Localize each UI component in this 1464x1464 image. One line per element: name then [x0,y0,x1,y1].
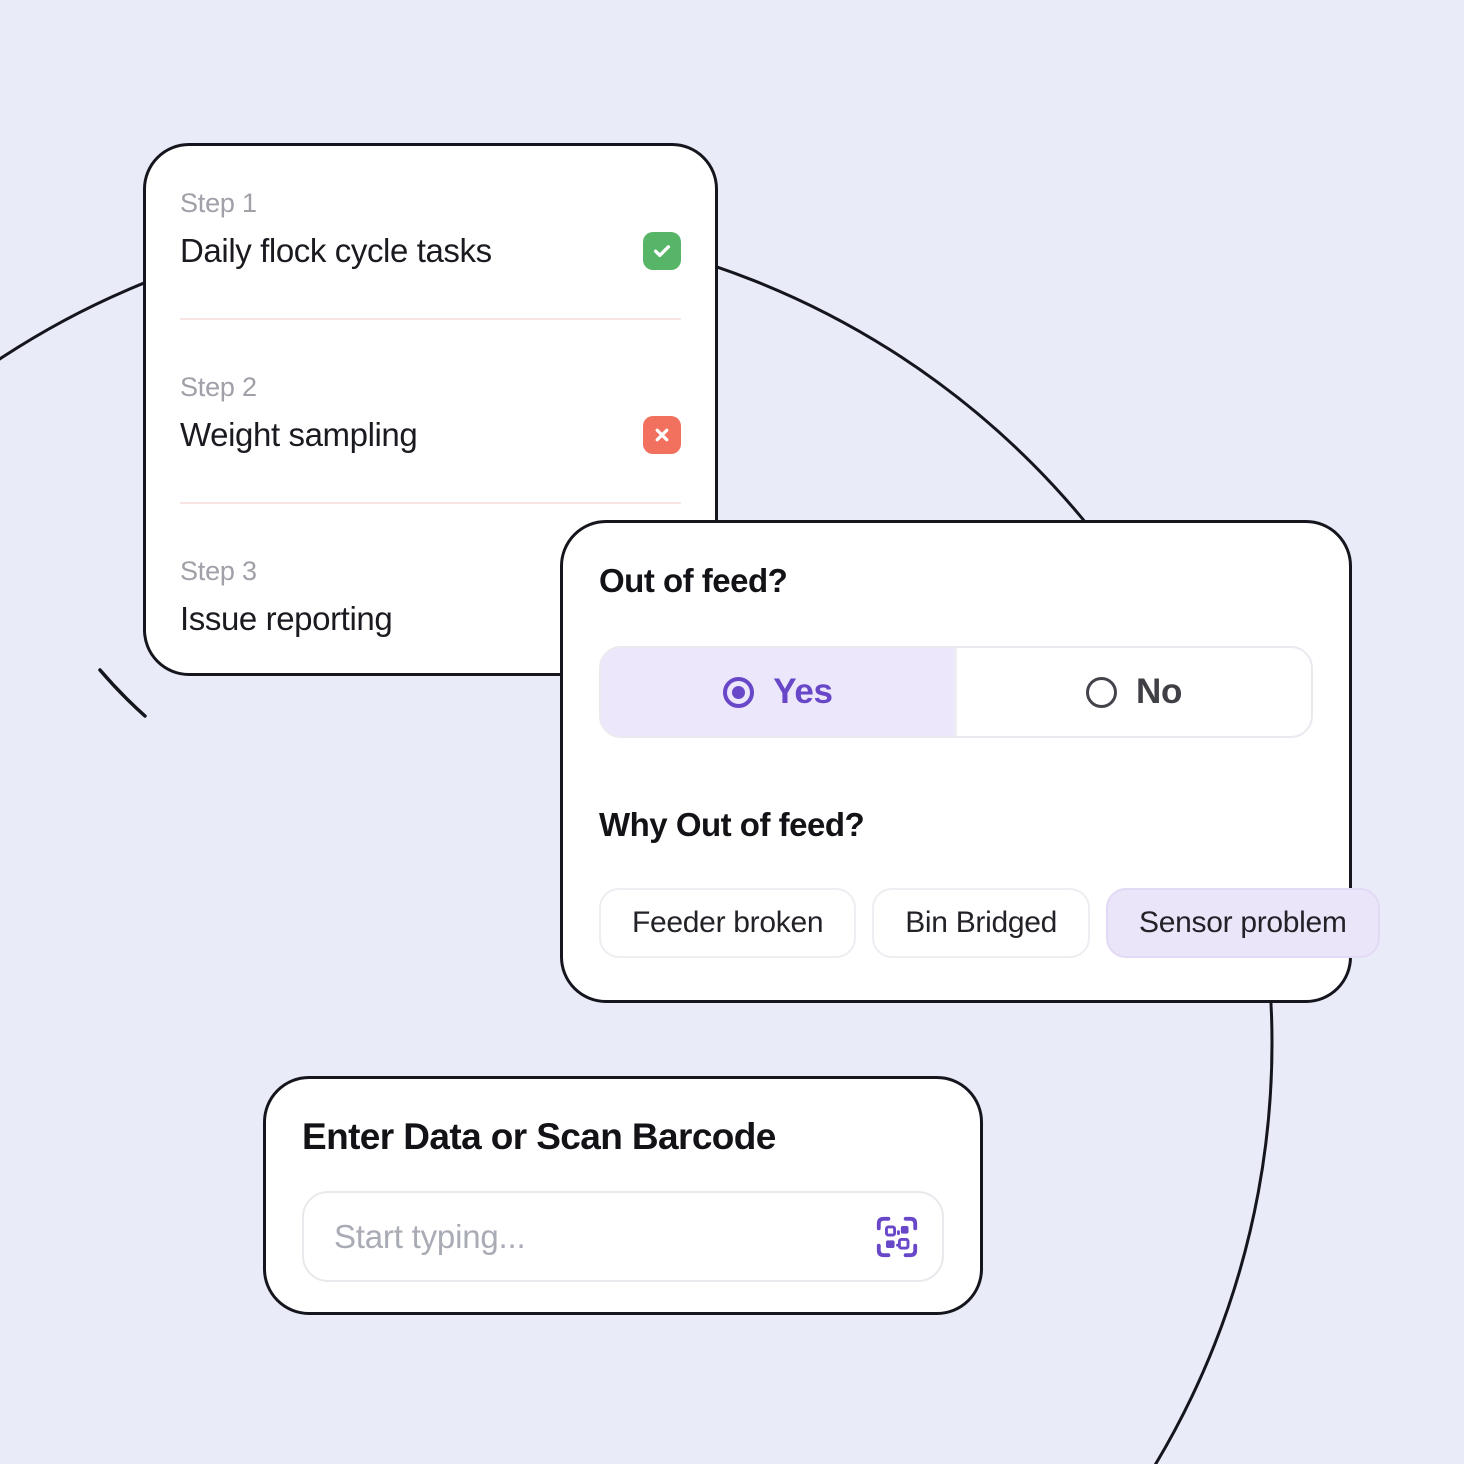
step-title: Daily flock cycle tasks [180,232,492,269]
out-of-feed-card: Out of feed? Yes No Why Out of feed? Fee… [560,520,1380,1003]
option-yes-label: Yes [773,672,833,711]
barcode-input-container [302,1191,944,1282]
barcode-entry-card: Enter Data or Scan Barcode [263,1076,983,1315]
option-no[interactable]: No [955,648,1311,736]
option-no-label: No [1135,672,1183,711]
qr-scan-icon [876,1216,918,1257]
step-row: Step 2 Weight sampling [180,372,681,454]
reason-question-heading: Why Out of feed? [599,806,865,843]
check-icon [653,245,671,258]
chip-sensor-problem[interactable]: Sensor problem [1106,888,1380,958]
divider [180,318,681,320]
option-yes[interactable]: Yes [601,648,955,736]
barcode-text-input[interactable] [304,1193,942,1280]
question-heading: Out of feed? [599,562,788,599]
status-badge-failed [643,416,681,454]
step-row: Step 1 Daily flock cycle tasks [180,188,681,270]
step-label: Step 3 [180,556,257,586]
step-row: Step 3 Issue reporting [180,556,681,638]
barcode-card-title: Enter Data or Scan Barcode [302,1116,776,1157]
radio-selected-icon [723,676,755,708]
step-label: Step 1 [180,188,257,218]
status-badge-completed [643,232,681,270]
step-title: Issue reporting [180,600,393,637]
x-icon [655,428,669,442]
divider [180,502,681,504]
reason-chip-group: Feeder broken Bin Bridged Sensor problem [599,888,1380,958]
chip-feeder-broken[interactable]: Feeder broken [599,888,857,958]
step-label: Step 2 [180,372,257,402]
chip-bin-bridged[interactable]: Bin Bridged [872,888,1091,958]
scan-barcode-button[interactable] [874,1214,920,1260]
radio-unselected-icon [1085,676,1117,708]
step-title: Weight sampling [180,416,418,453]
yes-no-segmented-control: Yes No [599,646,1313,738]
